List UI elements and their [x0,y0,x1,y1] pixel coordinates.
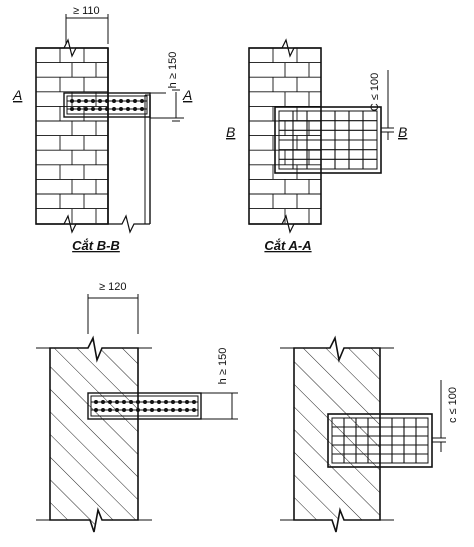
rebar-dot [150,408,154,412]
rebar-dot [108,400,112,404]
concrete-wall [49,335,139,533]
rebar-dot [157,400,161,404]
rebar-dot [115,408,119,412]
rebar-dot [91,99,95,103]
rebar-dot [178,408,182,412]
rebar-dot [140,99,144,103]
dimension-top: ≥ 120 [87,281,139,334]
rebar-dot [192,400,196,404]
rebar-dot [157,408,161,412]
rebar-dot [164,400,168,404]
break-mark-bottom [249,214,321,234]
break-mark-top [249,38,321,58]
slab-reinforced [63,92,151,118]
dim-label-top: ≥ 120 [99,281,126,293]
mesh-block [274,106,382,174]
rebar-dot [101,408,105,412]
rebar-dot [122,400,126,404]
section-marker-right: B [398,124,407,140]
rebar-dot [192,408,196,412]
mesh-block [327,413,433,468]
wall-right-outline [107,48,151,224]
section-marker-left: B [226,124,235,140]
rebar-dot [133,107,137,111]
rebar-dot [94,400,98,404]
concrete-wall [293,335,381,533]
dim-label-right: c ≤ 100 [447,387,459,423]
rebar-dot [136,400,140,404]
rebar-dot [143,408,147,412]
rebar-dot [94,408,98,412]
dimension-right: c ≤ 100 [432,380,459,452]
rebar-dot [129,408,133,412]
rebar-dot [126,99,130,103]
break-mark-bottom [36,214,150,234]
rebar-dot [115,400,119,404]
rebar-dot [105,99,109,103]
rebar-dot [119,107,123,111]
rebar-dot [171,408,175,412]
rebar-dot [91,107,95,111]
rebar-dot [133,99,137,103]
rebar-dot [178,400,182,404]
break-mark-top [36,38,108,58]
rebar-dot [112,107,116,111]
rebar-dot [84,107,88,111]
dim-label-right: h ≥ 150 [217,348,229,385]
rebar-dot [185,400,189,404]
detail-bottom-right: c ≤ 100 [280,335,459,533]
dim-label-right: h ≥ 150 [167,52,179,89]
rebar-dot [77,99,81,103]
brick-wall-right [248,47,322,225]
dimension-right: h ≥ 150 [150,52,184,122]
rebar-dot [143,400,147,404]
section-marker-right: A [182,87,192,103]
detail-top-left: ≥ 110 h ≥ 150 A A Cắt B-B [12,5,192,253]
rebar-dot [119,99,123,103]
rebar-dot [129,400,133,404]
rebar-dot [98,99,102,103]
dimension-right: h ≥ 150 [201,348,238,420]
detail-top-right: C ≤ 100 B B Cắt A-A [226,38,407,253]
rebar-dot [122,408,126,412]
detail-bottom-left: ≥ 120 h ≥ 150 [36,281,238,533]
rebar-dot [108,408,112,412]
rebar-dot [185,408,189,412]
dim-label-top: ≥ 110 [73,5,100,17]
rebar-dot [98,107,102,111]
rebar-dot [105,107,109,111]
rebar-dot [150,400,154,404]
rebar-dot [171,400,175,404]
rebar-dot [164,408,168,412]
rebar-dot [101,400,105,404]
dim-label-right: C ≤ 100 [369,73,381,111]
rebar-dot [136,408,140,412]
rebar-dot [77,107,81,111]
slab-reinforced [87,392,202,420]
rebar-dot [112,99,116,103]
rebar-dot [126,107,130,111]
rebar-dot [70,107,74,111]
dimension-top: ≥ 110 [65,5,109,44]
rebar-dot [84,99,88,103]
caption-top-left: Cắt B-B [72,238,120,253]
brick-wall-left [35,47,109,225]
rebar-dot [70,99,74,103]
section-marker-left: A [12,87,22,103]
caption-top-right: Cắt A-A [264,238,311,253]
rebar-dot [140,107,144,111]
dimension-right: C ≤ 100 [369,70,394,140]
